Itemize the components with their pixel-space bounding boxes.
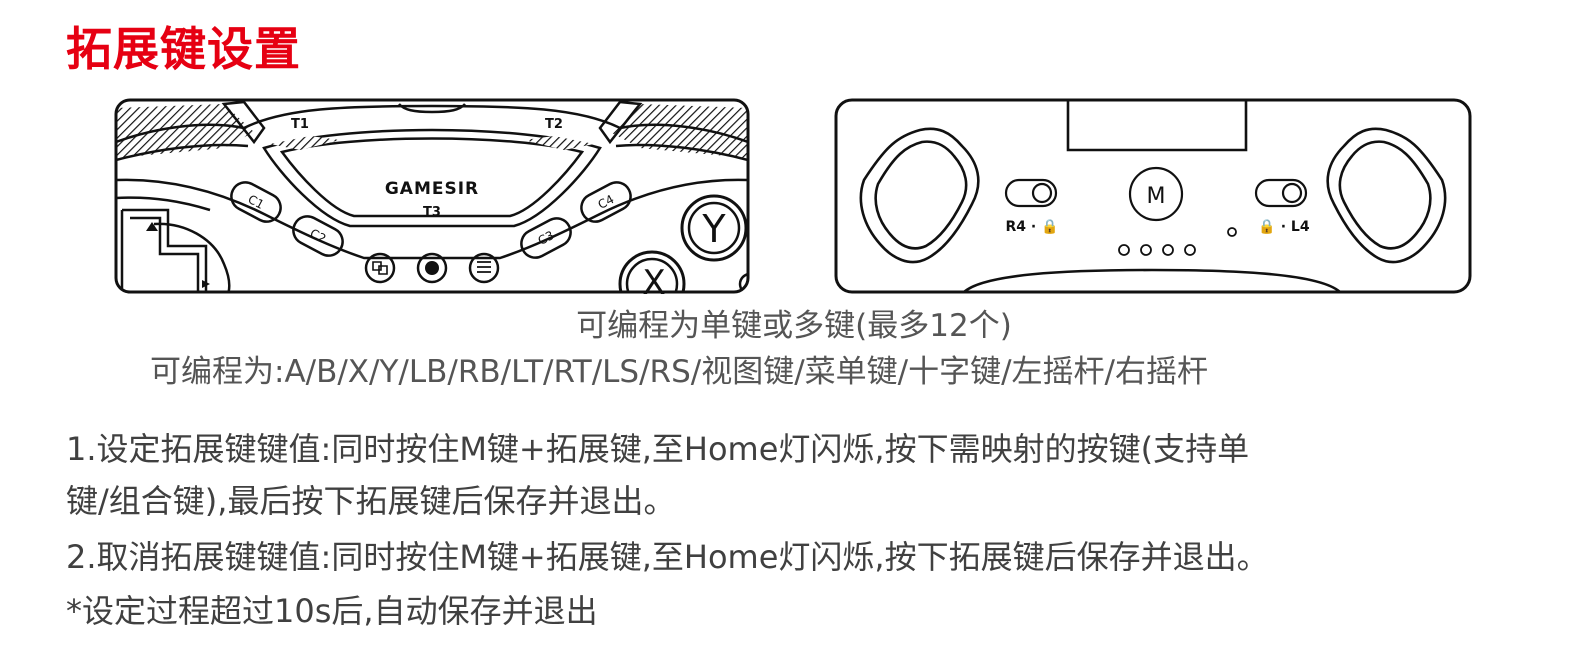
instruction-step1-line2: 键/组合键),最后按下拓展键后保存并退出。 [66,482,676,520]
caption-programmable-count: 可编程为单键或多键(最多12个) [576,308,1012,344]
l4-switch-label: 🔒 · L4 [1258,219,1309,235]
c2-label: C2 [308,226,329,246]
x-button-label: X [642,263,665,294]
r4-switch-label: R4 · 🔒 [1005,219,1058,235]
page-title: 拓展键设置 [66,22,301,76]
instruction-note: *设定过程超过10s后,自动保存并退出 [66,592,598,630]
caption-programmable-keys: 可编程为:A/B/X/Y/LB/RB/LT/RT/LS/RS/视图键/菜单键/十… [150,354,1208,390]
controller-back-illustration: M R4 · 🔒 🔒 · L4 [834,98,1472,294]
controller-front-illustration: T1 T2 GAMESIR T3 C1 C2 C3 C4 Y X [114,98,750,303]
y-button-label: Y [701,207,726,251]
model-label: T3 [423,205,441,220]
brand-logo-text: GAMESIR [385,179,479,199]
t2-label: T2 [545,117,563,132]
instruction-step2: 2.取消拓展键键值:同时按住M键+拓展键,至Home灯闪烁,按下拓展键后保存并退… [66,538,1269,576]
c4-label: C4 [596,192,617,212]
c3-label: C3 [536,228,557,248]
c1-label: C1 [246,192,267,212]
instruction-step1-line1: 1.设定拓展键键值:同时按住M键+拓展键,至Home灯闪烁,按下需映射的按键(支… [66,430,1250,468]
m-button-label: M [1147,184,1166,209]
t1-label: T1 [291,117,309,132]
